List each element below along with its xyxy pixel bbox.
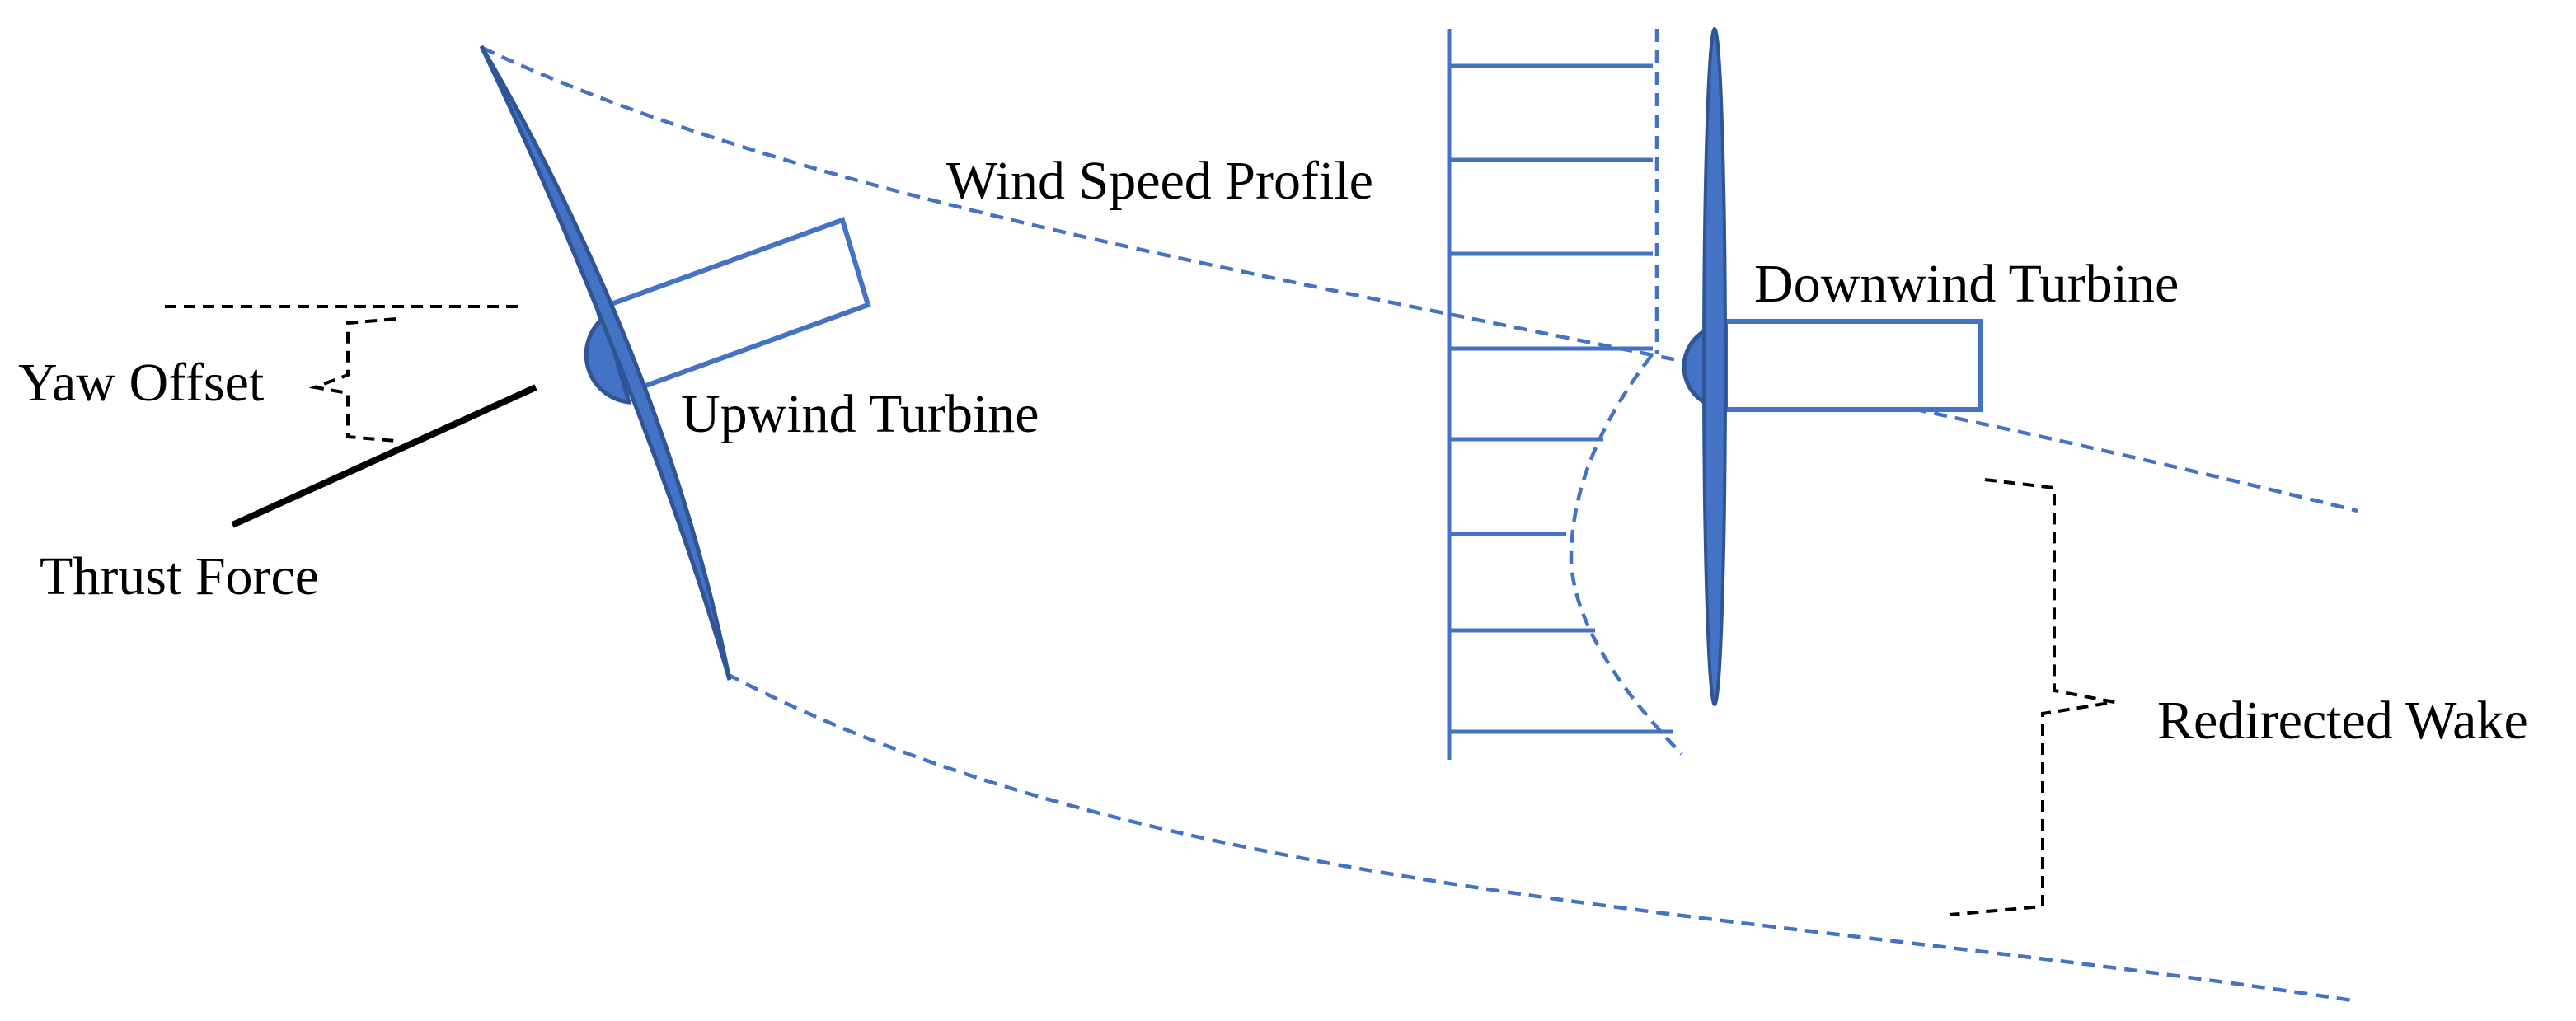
yaw-offset-brace xyxy=(308,317,396,443)
redirected-wake-brace xyxy=(1949,478,2115,916)
downwind-turbine xyxy=(1682,27,1983,706)
wind-speed-profile xyxy=(1447,29,1683,760)
upwind-hub xyxy=(584,313,632,405)
upwind-turbine-label: Upwind Turbine xyxy=(681,384,1039,444)
thrust-force-arrow xyxy=(231,384,537,528)
downwind-blade xyxy=(1702,27,1727,706)
upwind-blade xyxy=(479,44,732,681)
wake-boundary-upper xyxy=(481,45,2358,513)
wind-speed-profile-label: Wind Speed Profile xyxy=(946,151,1373,211)
downwind-turbine-label: Downwind Turbine xyxy=(1754,254,2180,314)
redirected-wake-label: Redirected Wake xyxy=(2157,691,2528,751)
deficit-profile-curve xyxy=(1569,354,1683,756)
thrust-force-label: Thrust Force xyxy=(40,546,320,607)
upwind-turbine xyxy=(479,44,871,681)
wake-boundary-lower xyxy=(725,672,2358,1004)
downwind-nacelle xyxy=(1723,319,1983,412)
yaw-offset-annotation xyxy=(165,305,523,443)
yaw-offset-label: Yaw Offset xyxy=(18,353,265,413)
